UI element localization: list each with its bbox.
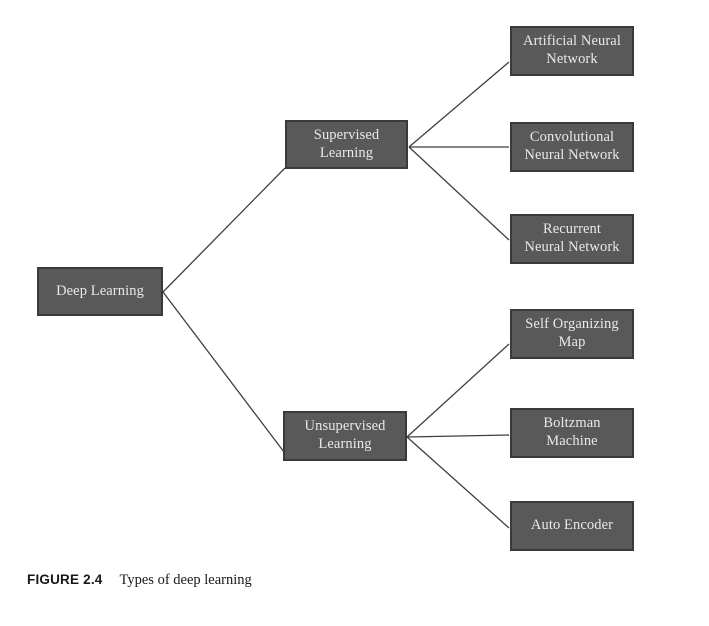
node-supervised-learning[interactable]: Supervised Learning [285, 120, 408, 169]
node-boltzman-machine[interactable]: Boltzman Machine [510, 408, 634, 458]
node-artificial-neural-network[interactable]: Artificial Neural Network [510, 26, 634, 76]
edge-unsupervised-learning-to-self-organizing-map [406, 343, 510, 438]
node-auto-encoder[interactable]: Auto Encoder [510, 501, 634, 551]
figure-caption-text: Types of deep learning [119, 572, 252, 588]
edge-deep-learning-to-unsupervised-learning [162, 291, 285, 453]
node-self-organizing-map[interactable]: Self Organizing Map [510, 309, 634, 359]
node-convolutional-neural-network[interactable]: Convolutional Neural Network [510, 122, 634, 172]
node-deep-learning[interactable]: Deep Learning [37, 267, 163, 316]
figure-caption-label: FIGURE 2.4 [27, 572, 103, 587]
edge-unsupervised-learning-to-boltzman-machine [406, 434, 510, 438]
edge-unsupervised-learning-to-auto-encoder [406, 436, 510, 529]
edge-deep-learning-to-supervised-learning [162, 167, 286, 293]
edge-supervised-learning-to-artificial-neural-network [408, 61, 510, 148]
node-unsupervised-learning[interactable]: Unsupervised Learning [283, 411, 407, 461]
node-recurrent-neural-network[interactable]: Recurrent Neural Network [510, 214, 634, 264]
figure-caption: FIGURE 2.4 Types of deep learning [27, 572, 252, 589]
edge-supervised-learning-to-recurrent-neural-network [408, 146, 510, 241]
